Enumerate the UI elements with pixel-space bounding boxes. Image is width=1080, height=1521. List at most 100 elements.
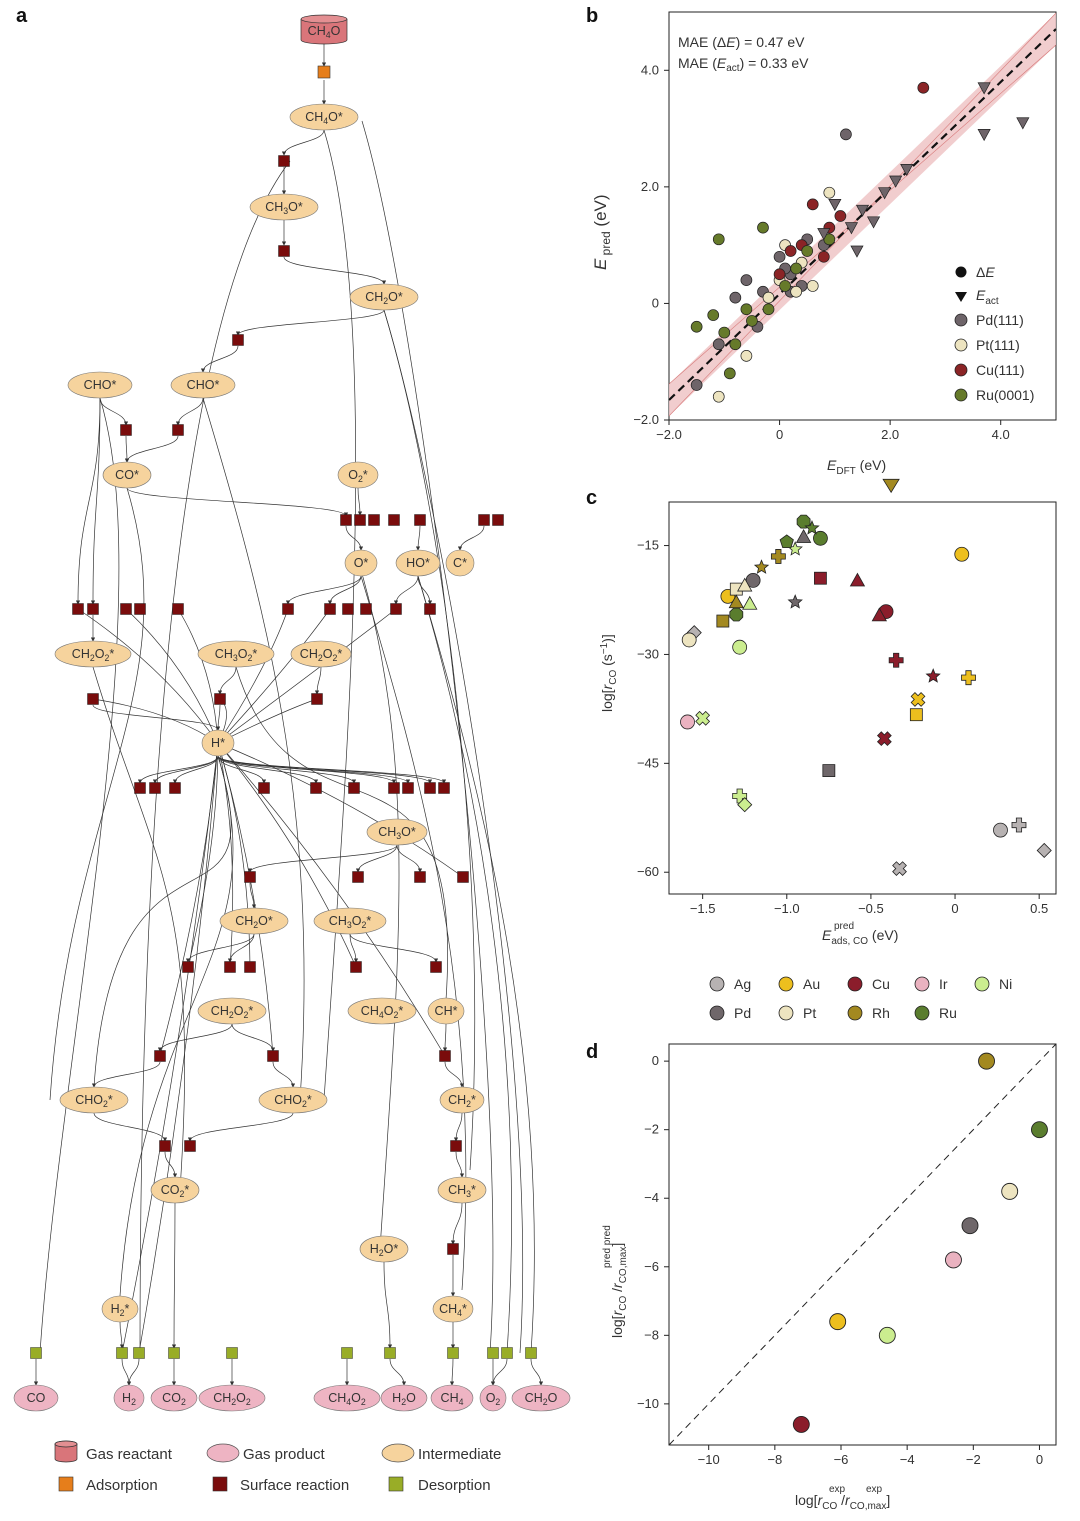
surface-reaction-step [438,782,450,794]
intermediate-node: CH* [427,997,465,1025]
network-edge [77,608,219,744]
y-tick-label: −2 [644,1122,659,1137]
network-edge [247,844,398,873]
legend-item-ir: Ir [914,976,948,992]
intermediate-node: CHO* [67,371,133,399]
svg-text:CHO2*: CHO2* [75,1093,113,1109]
svg-text:H2*: H2* [111,1302,130,1318]
network-edge [172,755,219,784]
surface-reaction-step [478,514,490,526]
network-edge [417,575,512,1354]
data-point-eact [889,175,903,188]
surface-reaction-step [402,782,414,794]
svg-text:Eact: Eact [976,287,999,307]
surface-reaction-step [354,514,366,526]
legend-label-gas-product: Gas product [243,1446,326,1463]
svg-text:CH2O*: CH2O* [235,914,273,930]
legend-item-rh: Rh [847,1005,890,1021]
network-edge [217,755,397,784]
data-point-eact [977,82,991,95]
legend-item-au: Au [778,976,820,992]
data-point [681,632,697,648]
data-point [909,708,923,722]
y-tick-label: −60 [637,864,659,879]
intermediate-node: H* [201,729,235,757]
surface-reaction-step [87,693,99,705]
legend-intermediate: Intermediate [381,1443,501,1463]
network-legend: Gas reactant Gas product Intermediate Ad… [54,1440,501,1494]
intermediate-node: H2* [101,1295,139,1323]
network-edge [217,608,397,744]
svg-text:CH4*: CH4* [439,1302,467,1318]
data-point [917,81,930,94]
surface-reaction-step [182,961,194,973]
network-edge [349,933,359,963]
x-tick-label: −4 [900,1452,915,1467]
svg-text:ΔE: ΔE [976,264,995,280]
panel-d-ylabel: log[rCO /rCO,max] [609,1243,629,1338]
data-point [806,198,819,211]
product-node: CH4 [430,1384,474,1412]
x-tick-label: −2.0 [656,427,682,442]
data-point [888,652,904,668]
data-point [695,710,711,726]
data-point [795,529,812,543]
intermediate-node: H2O* [359,1235,409,1263]
data-point [779,534,794,548]
surface-reaction-step [120,603,132,615]
network-edge [121,742,219,1354]
data-point-eact [817,228,831,241]
data-point [718,326,731,339]
data-point [737,577,753,592]
intermediate-node: CO2* [150,1176,200,1204]
desorption-step [133,1347,145,1359]
data-point [729,338,742,351]
data-point-au [829,1313,847,1331]
svg-text:CO2: CO2 [162,1391,186,1407]
network-edge [217,742,446,1057]
y-tick-label: −45 [637,755,659,770]
svg-text:CH3*: CH3* [448,1183,476,1199]
data-point [1011,817,1027,833]
surface-reaction-step [424,782,436,794]
panel-d-ylabel-sup: pred pred [602,1225,613,1268]
surface-reaction-step [348,782,360,794]
svg-text:Ni: Ni [999,976,1012,992]
desorption-step [341,1347,353,1359]
data-point-pd [961,1217,979,1235]
svg-text:CH3O*: CH3O* [265,200,303,216]
data-point-ni [878,1326,896,1344]
network-edge [119,755,234,1297]
svg-text:Pt: Pt [803,1005,816,1021]
x-tick-label: 4.0 [992,427,1010,442]
network-edge [453,1112,463,1142]
data-point [993,822,1008,838]
network-edge [327,575,362,605]
network-edge [138,742,219,1354]
adsorption-step [317,65,331,79]
data-point-eact [828,198,842,212]
x-tick-label: 0 [1036,1452,1043,1467]
y-tick-label: −8 [644,1327,659,1342]
product-node: CH2O2 [198,1384,266,1412]
data-point [740,303,753,316]
network-edge [231,1023,276,1052]
x-tick-label: 0.5 [1030,901,1048,916]
legend-gas-product: Gas product [206,1443,326,1463]
node-reactant: CH4O [300,14,348,45]
y-tick-label: 4.0 [641,62,659,77]
intermediate-node: CH3O* [366,818,428,846]
data-point-eact [900,164,914,177]
svg-text:CH3O2*: CH3O2* [329,914,372,930]
data-point [712,390,725,403]
surface-reaction-step [154,1050,166,1062]
network-edge [417,575,535,1354]
product-node: CH4O2 [313,1384,381,1412]
panel-label-a: a [16,5,28,27]
intermediate-node: O2* [337,461,379,489]
legend-label-gas-reactant: Gas reactant [86,1446,173,1463]
